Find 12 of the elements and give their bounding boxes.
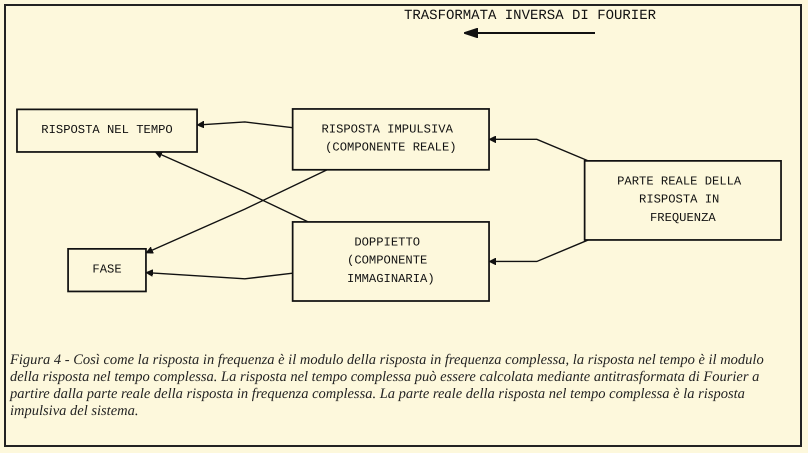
arrow [196,120,293,128]
node-box: RISPOSTA IMPULSIVA (COMPONENTE REALE) [292,108,490,170]
figure-caption: Figura 4 - Così come la risposta in frequenza è il modulo della risposta in frequenza complessa, la risposta nel tempo è il modulo della risposta nel tempo complessa. La risposta nel tempo complessa può essere calcolata mediante antitrasformata di Fourier a partire dalla parte reale della risposta in frequenza complessa. La parte reale della risposta nel tempo complessa è la risposta impulsiva del sistema. [10,352,765,420]
arrow [146,268,293,280]
node-box: FASE [67,248,147,292]
node-box: DOPPIETTO (COMPONENTE IMMAGINARIA) [292,220,490,302]
node-box: RISPOSTA NEL TEMPO [16,108,198,152]
arrow [154,150,308,222]
arrow [146,168,328,254]
annotation-text: TRASFORMATA INVERSA DI FOURIER [402,8,658,24]
node-box: PARTE REALE DELLA RISPOSTA IN FREQUENZA [584,160,782,240]
arrow [488,238,589,265]
